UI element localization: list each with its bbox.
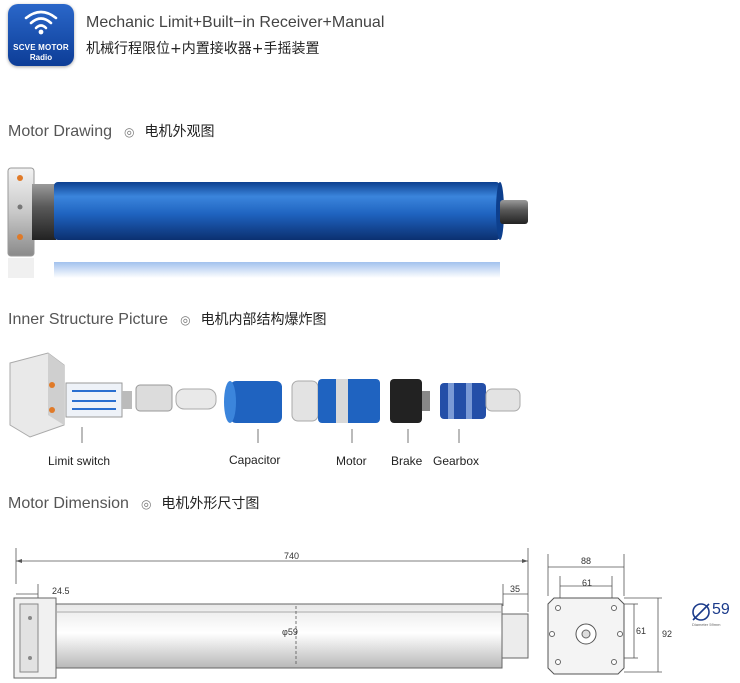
radio-wave-icon — [24, 10, 58, 35]
dimension-drawing-end — [547, 554, 662, 675]
label-gearbox: Gearbox — [433, 454, 480, 468]
section-title-en: Motor Dimension — [8, 495, 129, 512]
section-title-drawing: Motor Drawing ◎ 电机外观图 — [8, 121, 215, 141]
section-title-en: Inner Structure Picture — [8, 311, 169, 328]
label-motor: Motor — [336, 454, 367, 468]
dim-head-side: 61 — [636, 626, 647, 636]
dimension-drawing-side — [13, 548, 529, 679]
dim-head-height: 92 — [662, 629, 673, 639]
section-title-cn: 电机外形尺寸图 — [161, 496, 260, 512]
dim-right-shaft: 35 — [510, 584, 521, 594]
dim-total-length: 740 — [284, 551, 300, 561]
bullet-icon: ◎ — [140, 497, 152, 511]
dim-tube-diameter: φ59 — [282, 627, 298, 637]
logo-text-radio: Radio — [29, 53, 53, 62]
section-title-cn: 电机外观图 — [144, 124, 215, 140]
bullet-icon: ◎ — [180, 313, 191, 327]
logo-text-brand: SCVE MOTOR — [13, 43, 69, 52]
dim-head-inner: 61 — [582, 578, 593, 588]
label-capacitor: Capacitor — [229, 453, 281, 467]
label-brake: Brake — [391, 454, 423, 468]
dim-left-offset: 24.5 — [52, 586, 70, 596]
label-limit-switch: Limit switch — [48, 454, 111, 468]
diameter-icon — [692, 603, 710, 621]
header-title-en: Mechanic Limit+Built−in Receiver+Manual — [86, 14, 385, 31]
section-title-cn: 电机内部结构爆炸图 — [200, 312, 327, 328]
diameter-value: 59 — [712, 601, 730, 618]
bullet-icon: ◎ — [124, 125, 135, 139]
section-title-dimension: Motor Dimension ◎ 电机外形尺寸图 — [8, 493, 259, 513]
brand-logo: SCVE MOTOR Radio — [8, 4, 74, 66]
dim-head-width: 88 — [581, 556, 592, 566]
header-title-cn: 机械行程限位+内置接收器+手摇装置 — [86, 41, 320, 57]
section-title-inner: Inner Structure Picture ◎ 电机内部结构爆炸图 — [8, 309, 327, 329]
diameter-caption: Diameter 59mm — [692, 622, 721, 627]
section-title-en: Motor Drawing — [8, 123, 113, 140]
motor-drawing — [7, 167, 528, 278]
exploded-view — [9, 352, 521, 443]
